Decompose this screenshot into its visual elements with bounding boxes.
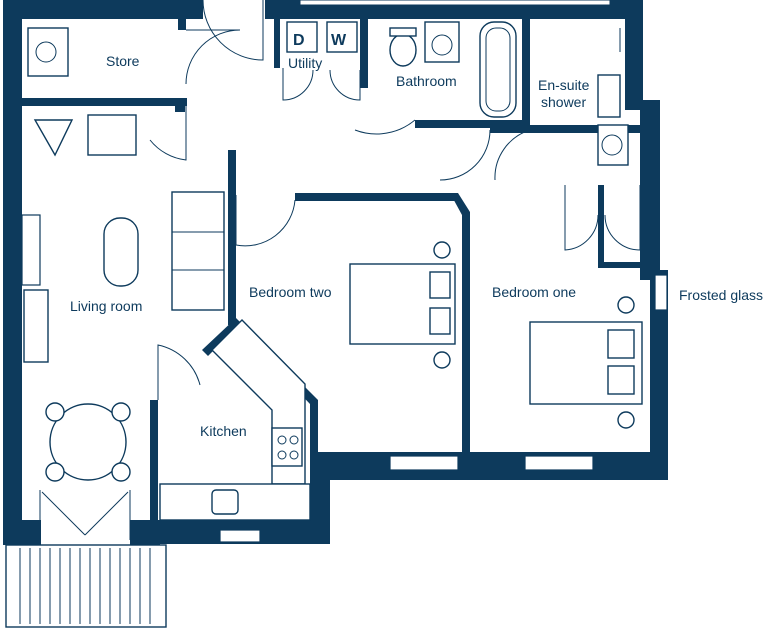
bathroom-label: Bathroom	[396, 73, 457, 89]
tv-unit-icon	[23, 289, 49, 363]
toilet-icon	[389, 33, 417, 67]
kitchen-hall-wall	[228, 150, 236, 325]
utility-room: D W Utility	[286, 21, 358, 71]
bedroom-divider-wall	[450, 193, 470, 452]
sink-icon	[211, 489, 239, 515]
store-bottom-wall	[22, 98, 187, 106]
top-window	[299, 0, 611, 6]
balcony-deck	[5, 544, 167, 628]
bedroom-two-door	[235, 195, 296, 247]
utility-right-wall	[360, 18, 368, 88]
basin-unit	[424, 21, 460, 63]
bathtub-icon	[479, 21, 517, 118]
bathroom-bottom-wall	[415, 120, 530, 128]
dryer-letter: D	[293, 32, 305, 49]
living-door	[149, 106, 187, 161]
ensuite-room: En-suite shower	[538, 28, 629, 166]
bedroom-two-room: Bedroom two	[249, 241, 456, 369]
coffee-table-icon	[103, 217, 139, 287]
kitchen-door	[157, 344, 201, 400]
bedroom-one-room: Bedroom one Frosted glass	[492, 284, 763, 429]
ensuite-toilet	[597, 74, 621, 118]
store-room: Store	[27, 27, 140, 77]
lamp-table-icon	[33, 119, 74, 157]
pillow-icon	[429, 307, 451, 335]
washer-letter: W	[331, 32, 347, 49]
armchair-icon	[87, 114, 137, 156]
ensuite-label-2: shower	[541, 94, 586, 110]
boiler-icon	[35, 41, 57, 63]
pillow-icon	[607, 365, 635, 395]
balcony	[5, 544, 167, 628]
wardrobe-bottom-wall	[598, 262, 648, 268]
bedside-lamp-icon	[433, 351, 451, 369]
ensuite-label-1: En-suite	[538, 77, 590, 93]
bottom-wall-bedrooms	[310, 452, 668, 480]
wardrobe-door-left	[564, 185, 599, 251]
store-label: Store	[106, 53, 140, 69]
right-wall-upper	[625, 0, 643, 110]
kitchen-left-diagonal	[202, 318, 236, 356]
living-bottom-left	[3, 520, 41, 545]
ensuite-door	[494, 129, 531, 181]
right-wall-mid	[640, 100, 660, 280]
dining-table-icon	[49, 403, 127, 481]
bathtub-inner	[485, 27, 511, 112]
dining-chair-icon	[111, 402, 131, 422]
windows	[21, 0, 668, 543]
hob-icon	[271, 427, 303, 467]
boiler-unit	[27, 27, 69, 77]
living-room-window	[21, 214, 41, 286]
utility-door-left	[282, 68, 314, 101]
pillow-icon	[607, 329, 635, 359]
bathroom-door	[354, 119, 416, 135]
bedroom-one-label: Bedroom one	[492, 284, 576, 300]
kitchen-room: Kitchen	[159, 319, 311, 521]
utility-left-wall	[274, 18, 280, 68]
right-wall-lower	[650, 270, 668, 480]
store-door	[185, 29, 241, 85]
living-room-label: Living room	[70, 298, 142, 314]
washer-icon	[326, 21, 358, 53]
ensuite-bottom-wall	[490, 125, 640, 133]
bedroom-two-label: Bedroom two	[249, 284, 332, 300]
living-room: Living room	[23, 114, 225, 540]
ensuite-left-wall	[522, 18, 530, 128]
top-wall-left	[3, 0, 203, 19]
living-kitchen-wall	[150, 400, 158, 525]
kitchen-label: Kitchen	[200, 423, 247, 439]
dining-chair-icon	[45, 402, 65, 422]
utility-label: Utility	[288, 55, 322, 71]
bedroom-two-window	[389, 455, 459, 471]
pillow-icon	[429, 271, 451, 299]
doors	[149, 0, 641, 400]
hall-door-stub	[175, 98, 185, 112]
ensuite-basin	[597, 124, 629, 166]
store-right-wall	[178, 18, 186, 30]
basin-icon	[431, 34, 453, 56]
french-doors	[39, 490, 131, 540]
frosted-glass-label: Frosted glass	[679, 287, 763, 303]
kitchen-window	[219, 529, 261, 543]
toilet-cistern	[389, 27, 417, 37]
utility-door-right	[329, 69, 361, 101]
wardrobe-right-wall	[598, 185, 604, 267]
bedroom-two-top-wall	[295, 193, 455, 201]
wardrobe-door-right	[604, 185, 641, 251]
sofa-icon	[171, 191, 225, 311]
bathroom-room: Bathroom	[389, 21, 517, 118]
dining-chair-icon	[111, 462, 131, 482]
bedroom-one-window	[524, 455, 594, 471]
dining-chair-icon	[45, 462, 65, 482]
bedside-lamp-icon	[433, 241, 451, 259]
ensuite-basin-icon	[601, 134, 623, 156]
bedside-lamp-icon	[617, 296, 635, 314]
dryer-icon	[286, 21, 318, 53]
entrance-door	[202, 0, 264, 61]
bedside-lamp-icon	[617, 411, 635, 429]
bedroom-one-door	[439, 129, 491, 181]
frosted-glass-window	[654, 274, 668, 311]
left-outer-wall	[3, 0, 22, 545]
